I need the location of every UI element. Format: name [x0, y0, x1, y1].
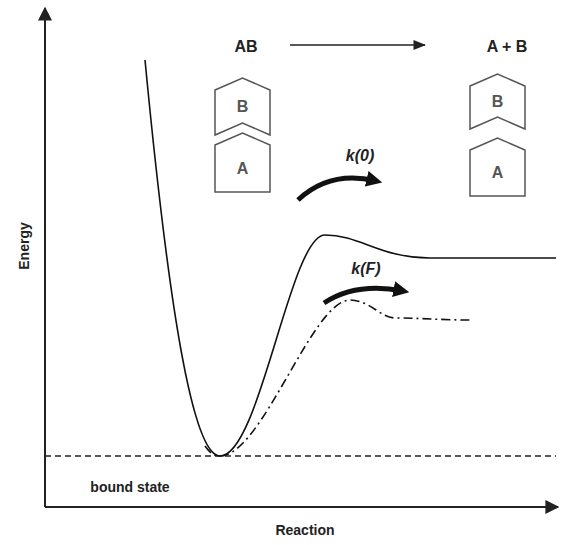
block-shape: B — [215, 78, 270, 135]
forced-curve — [205, 300, 470, 456]
unforced-curve — [145, 60, 556, 456]
block-letter: A — [237, 160, 249, 178]
block-outline — [470, 138, 525, 196]
block-letter: B — [237, 98, 249, 116]
block-shape: A — [215, 133, 270, 192]
axis-title: Energy — [16, 222, 32, 269]
axis-title: Reaction — [275, 522, 334, 538]
bound-state-line — [45, 455, 556, 457]
block-outline — [215, 78, 270, 135]
energy-axis — [44, 8, 46, 507]
rate-arrow — [324, 288, 403, 303]
block-letter: A — [492, 164, 504, 182]
reaction-arrow — [290, 44, 425, 46]
block-letter: B — [492, 93, 504, 111]
reactant-label: AB — [234, 38, 257, 56]
block-outline — [215, 133, 270, 192]
block-shape: A — [470, 138, 525, 196]
block-shape: B — [470, 74, 525, 129]
reaction-axis — [45, 506, 558, 508]
rate-label: k(0) — [346, 147, 374, 165]
block-outline — [470, 74, 525, 129]
state-label: bound state — [90, 479, 169, 495]
product-label: A + B — [487, 38, 528, 56]
rate-label: k(F) — [351, 260, 380, 278]
rate-arrow — [298, 178, 376, 200]
